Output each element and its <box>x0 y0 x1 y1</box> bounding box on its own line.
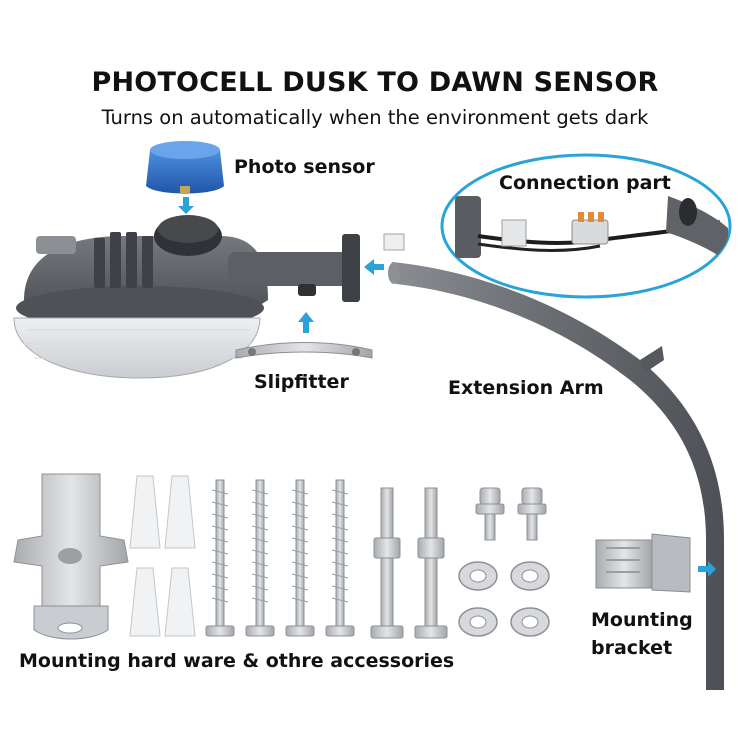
arrow-right-icon <box>698 561 716 577</box>
wall-anchors-icon <box>129 475 196 637</box>
screws-icon <box>205 479 355 637</box>
mounting-bracket-label: Mounting bracket <box>591 606 693 662</box>
arrow-left-icon <box>364 259 384 275</box>
connection-part-label: Connection part <box>499 172 671 194</box>
mounting-bracket-icon <box>595 533 691 593</box>
arrow-down-icon <box>178 197 194 214</box>
extension-arm <box>388 262 724 690</box>
page-subtitle: Turns on automatically when the environm… <box>101 106 649 129</box>
bolts-icon <box>370 487 448 639</box>
small-bolts-icon <box>475 487 547 541</box>
slipfitter-icon <box>235 342 373 359</box>
photo-sensor-label: Photo sensor <box>234 156 375 178</box>
washers-icon <box>458 561 550 637</box>
slipfitter-label: Slipfitter <box>254 371 349 393</box>
wall-plate-icon <box>13 473 129 640</box>
page-title: PHOTOCELL DUSK TO DAWN SENSOR <box>91 67 659 98</box>
hardware-label: Mounting hard ware & othre accessories <box>19 650 455 672</box>
photo-sensor-icon <box>146 141 224 194</box>
mounting-bracket-label-line1: Mounting <box>591 609 693 631</box>
lamp-fixture <box>13 215 360 379</box>
mounting-bracket-label-line2: bracket <box>591 637 673 659</box>
callout-arrows <box>178 197 716 577</box>
connection-part-callout <box>440 153 732 299</box>
extension-arm-label: Extension Arm <box>448 377 604 399</box>
arrow-up-icon <box>298 312 314 333</box>
connector-clip-icon <box>383 233 405 251</box>
